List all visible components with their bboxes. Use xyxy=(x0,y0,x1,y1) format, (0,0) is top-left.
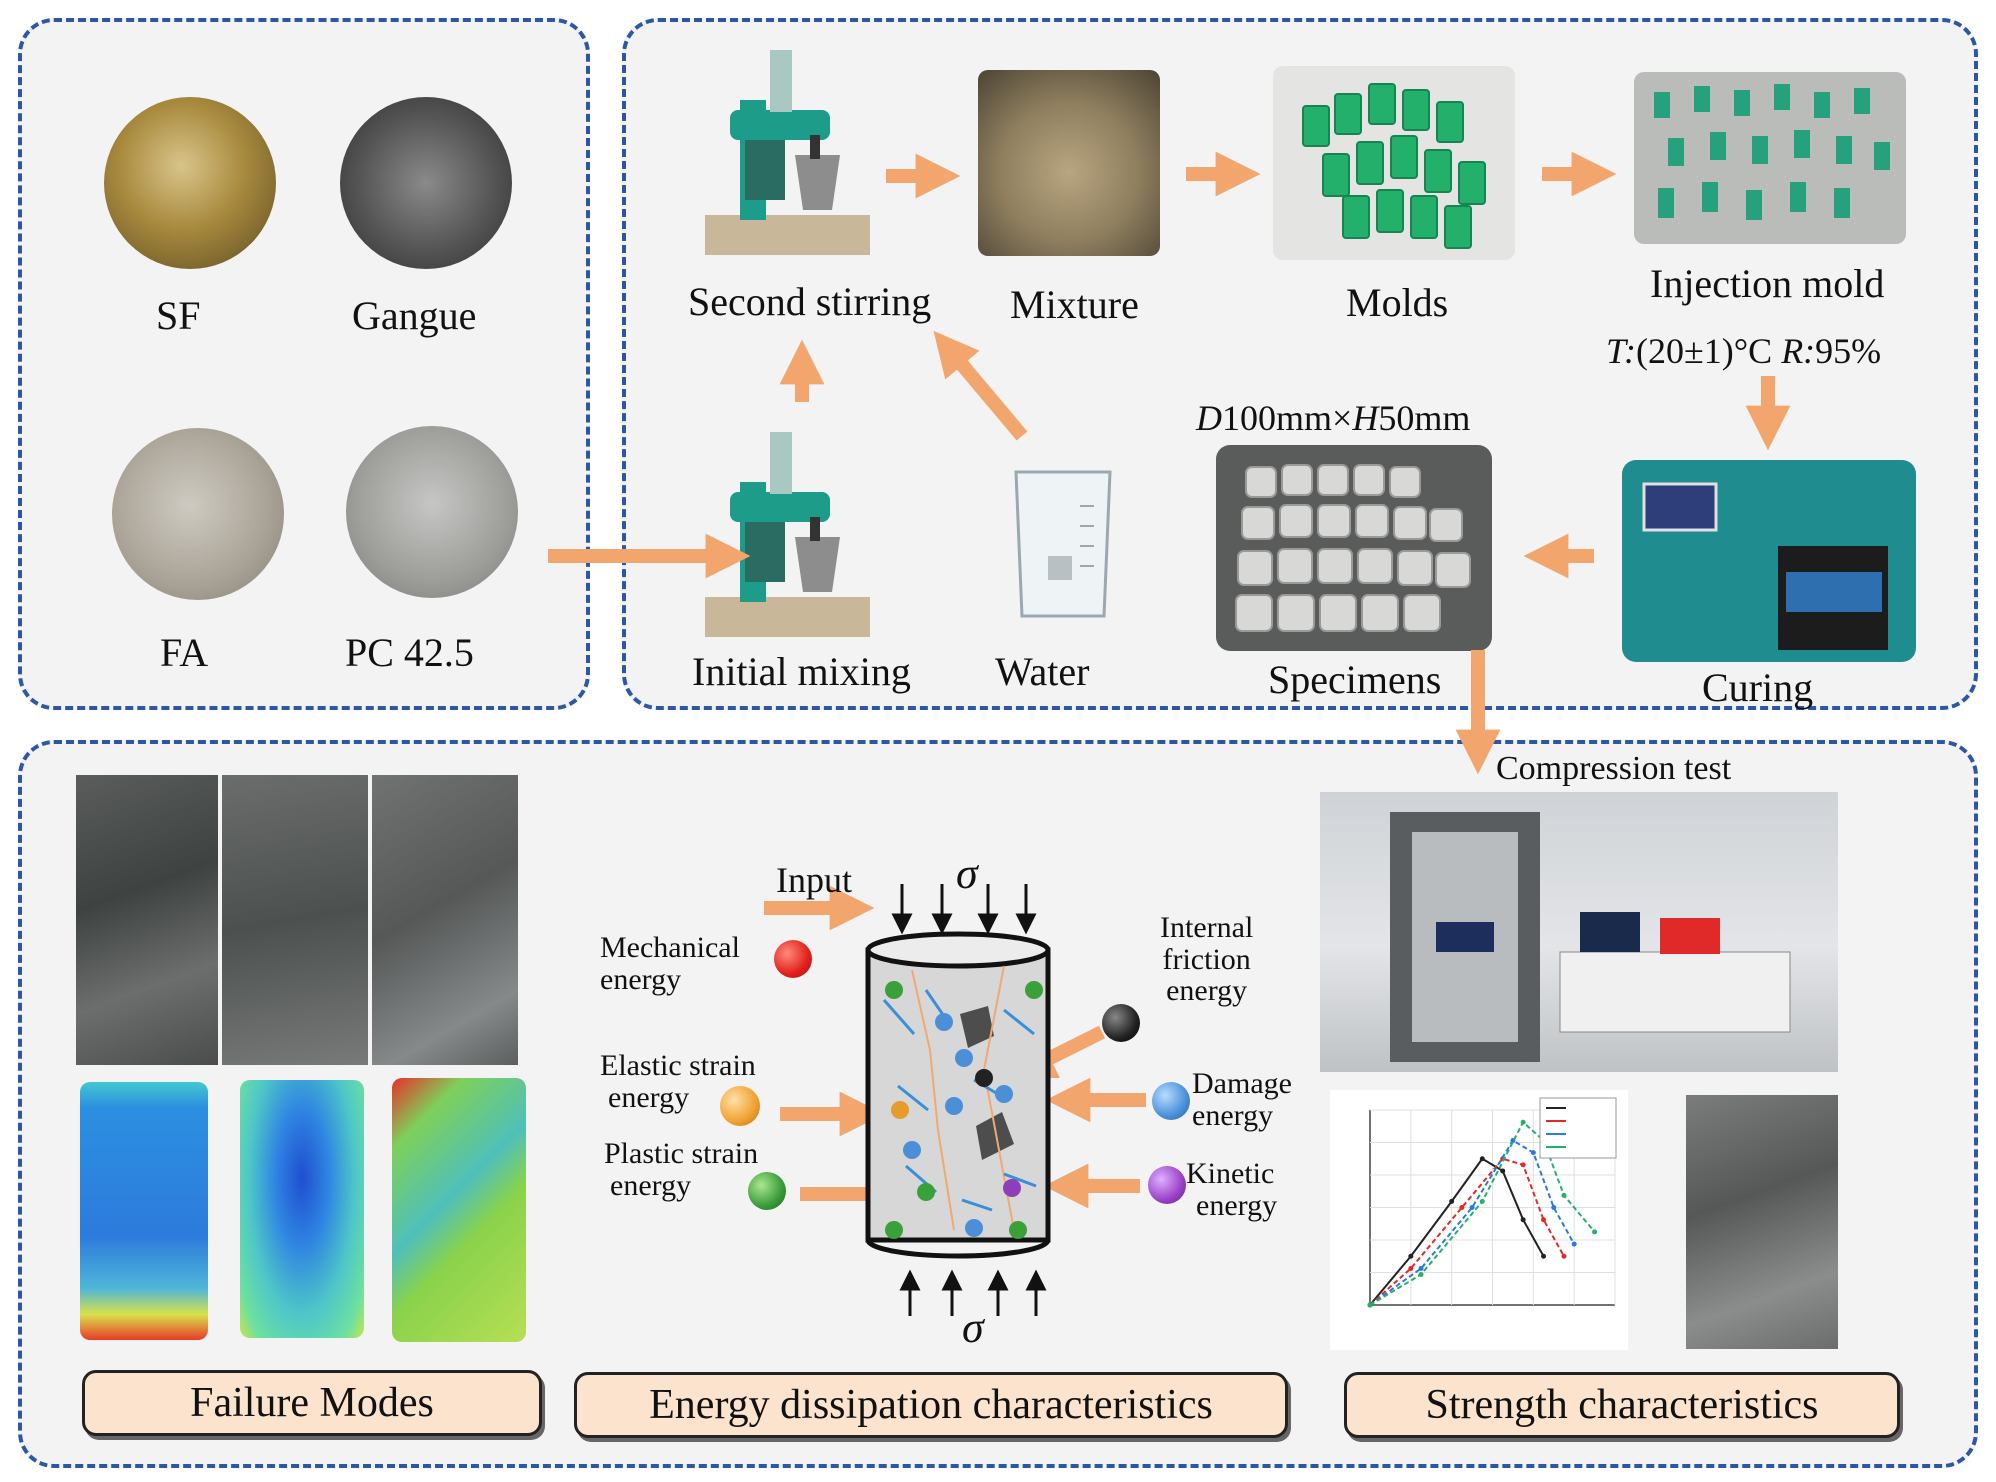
molds-label: Molds xyxy=(1346,280,1449,325)
chart-point xyxy=(1520,1217,1526,1223)
pc-sample-image xyxy=(346,426,518,598)
compression-test-label: Compression test xyxy=(1496,750,1732,787)
raw-materials-panel xyxy=(18,18,590,710)
mixture-label: Mixture xyxy=(1010,282,1139,327)
failure-contour-map-3 xyxy=(392,1078,526,1342)
chart-point xyxy=(1561,1192,1567,1198)
chart-point xyxy=(1571,1241,1577,1247)
failure-contour-map-1 xyxy=(80,1082,208,1340)
sigma-top-label: σ xyxy=(956,849,978,898)
chart-point xyxy=(1530,1150,1536,1156)
failed-specimen-photo-2 xyxy=(222,775,368,1065)
specimens-label: Specimens xyxy=(1268,657,1442,702)
strength-characteristics-banner: Strength characteristics xyxy=(1344,1372,1900,1438)
sf-sample-image xyxy=(104,97,276,269)
pc-label: PC 42.5 xyxy=(345,630,474,675)
green-sphere-icon xyxy=(748,1172,786,1210)
chart-point xyxy=(1479,1198,1485,1204)
chart-point xyxy=(1418,1265,1424,1271)
tested-specimen-photo xyxy=(1686,1095,1838,1349)
second-stirring-image xyxy=(700,50,875,260)
curing-chamber-image xyxy=(1622,460,1916,662)
sigma-bottom-label: σ xyxy=(962,1303,984,1352)
initial-mixing-image xyxy=(700,432,875,642)
stress-strain-chart xyxy=(1330,1090,1628,1350)
failure-contour-map-2 xyxy=(240,1080,364,1338)
red-sphere-icon xyxy=(774,940,812,978)
fa-label: FA xyxy=(160,630,209,675)
specimen-size-label: D100mm×H50mm xyxy=(1196,398,1471,438)
specimens-image xyxy=(1216,445,1492,651)
input-label: Input xyxy=(776,860,852,900)
blue-sphere-icon xyxy=(1152,1082,1190,1120)
purple-sphere-icon xyxy=(1148,1166,1186,1204)
orange-sphere-icon xyxy=(720,1086,760,1126)
chart-point xyxy=(1520,1119,1526,1125)
chart-point xyxy=(1520,1162,1526,1168)
chart-point xyxy=(1561,1253,1567,1259)
black-sphere-icon xyxy=(1102,1004,1140,1042)
chart-point xyxy=(1459,1205,1465,1210)
gangue-sample-image xyxy=(340,97,512,269)
chart-point xyxy=(1418,1272,1424,1278)
chart-point xyxy=(1551,1205,1557,1210)
water-label: Water xyxy=(995,649,1090,694)
chart-point xyxy=(1541,1217,1547,1223)
curing-label: Curing xyxy=(1702,665,1814,710)
initial-mixing-label: Initial mixing xyxy=(692,649,911,694)
curing-condition-label: T:(20±1)°C R:95% xyxy=(1606,331,1882,371)
chart-point xyxy=(1479,1156,1485,1162)
compression-test-machine-image xyxy=(1320,792,1838,1072)
gangue-label: Gangue xyxy=(352,293,477,338)
failed-specimen-photo-3 xyxy=(372,775,518,1065)
injection-mold-image xyxy=(1634,72,1906,244)
sf-label: SF xyxy=(156,293,201,338)
fa-sample-image xyxy=(112,428,284,600)
specimen-cylinder-diagram xyxy=(865,931,1051,1259)
chart-point xyxy=(1592,1229,1598,1235)
chart-point xyxy=(1469,1205,1475,1210)
molds-image xyxy=(1273,66,1515,260)
chart-point xyxy=(1408,1253,1414,1259)
chart-series-line-3 xyxy=(1369,1139,1576,1306)
energy-dissipation-banner: Energy dissipation characteristics xyxy=(574,1372,1288,1438)
failure-modes-banner: Failure Modes xyxy=(82,1370,542,1436)
chart-point xyxy=(1449,1198,1455,1204)
failed-specimen-photo-1 xyxy=(76,775,218,1065)
injection-mold-label: Injection mold xyxy=(1650,261,1885,306)
second-stirring-label: Second stirring xyxy=(688,279,932,324)
chart-point xyxy=(1500,1168,1506,1174)
chart-point xyxy=(1367,1302,1373,1308)
water-beaker-image xyxy=(1010,466,1116,622)
chart-point xyxy=(1541,1253,1547,1259)
mixture-image xyxy=(978,70,1160,256)
chart-point xyxy=(1408,1265,1414,1271)
